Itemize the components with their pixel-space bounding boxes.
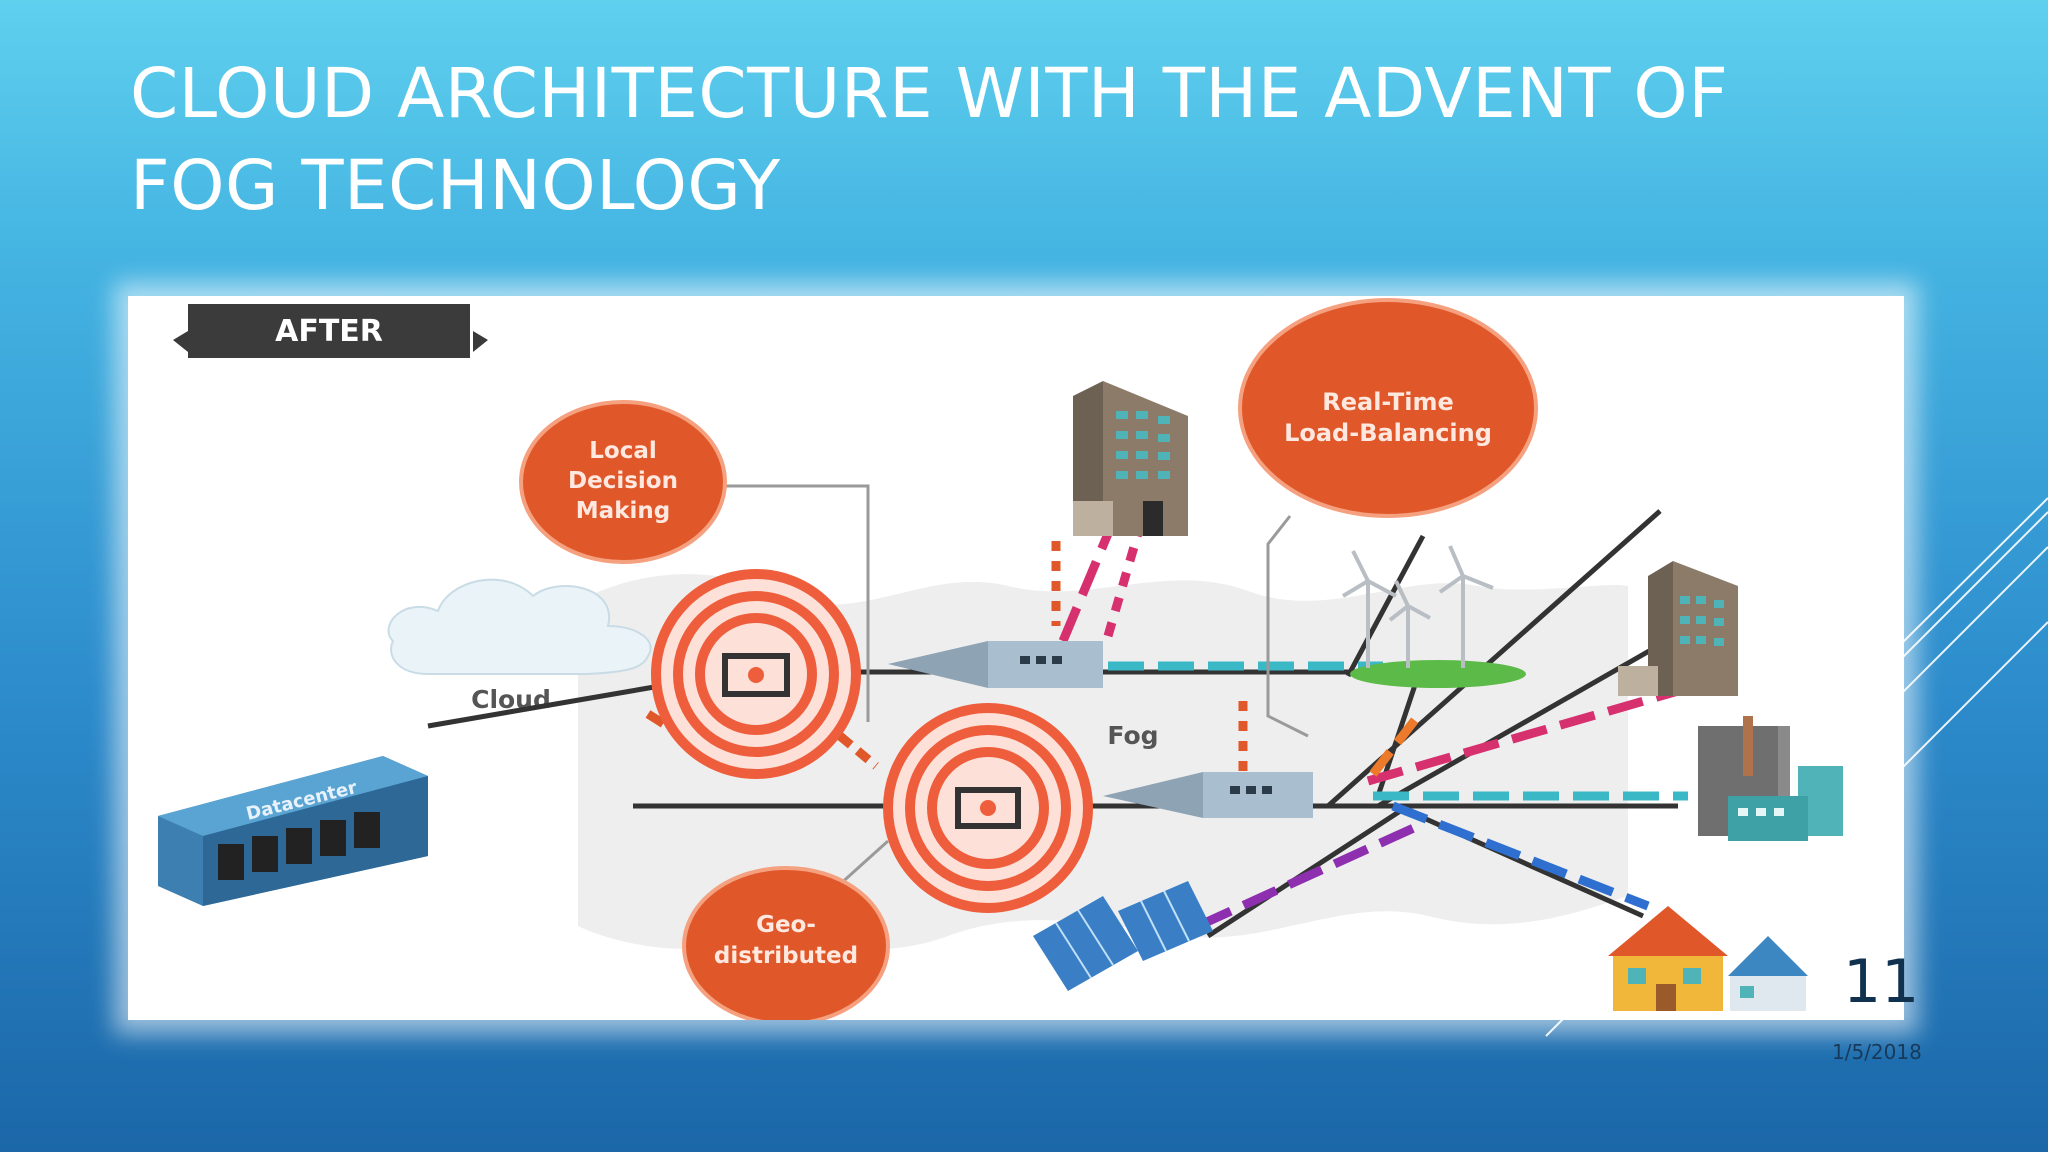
bubble-geo-distributed: Geo- distributed [682,866,890,1020]
diagram-canvas: AFTER Cloud [158,298,1843,1020]
after-badge-label: AFTER [275,314,383,349]
bubble-geo-line-1: Geo- [756,912,816,938]
apartment-building-icon [1618,561,1738,696]
title-line-2: FOG TECHNOLOGY [130,146,781,226]
solar-panels-icon [1033,881,1213,991]
fog-architecture-diagram: AFTER Cloud [128,296,1904,1020]
wind-farm-icon [1341,545,1526,688]
bubble-local-line-2: Decision [568,468,678,494]
bubble-realtime: Real-Time Load-Balancing [1238,298,1538,518]
bubble-realtime-line-2: Load-Balancing [1284,419,1492,447]
bubble-local-line-3: Making [576,498,670,524]
bubble-geo-line-2: distributed [714,943,858,969]
datacenter-icon: Datacenter [158,756,428,906]
cloud-shape: Cloud [387,578,652,714]
data-flows [645,484,1688,931]
factory-icon [1698,716,1843,841]
router-1 [888,641,1103,688]
node-link [837,732,879,770]
bubble-realtime-line-1: Real-Time [1322,388,1454,416]
slide-title: CLOUD ARCHITECTURE WITH THE ADVENT OF FO… [130,48,1810,232]
slide-date: 1/5/2018 [1832,1040,1922,1064]
office-building-icon [1073,381,1188,536]
page-number: 11 [1843,947,1920,1017]
fog-node-1 [651,569,861,779]
bubble-local-decision: Local Decision Making [519,400,727,564]
houses-icon [1608,906,1808,1011]
bubble-local-line-1: Local [589,438,657,464]
fog-node-2 [883,703,1093,913]
router-2 [1103,772,1313,818]
title-line-1: CLOUD ARCHITECTURE WITH THE ADVENT OF [130,54,1729,134]
fog-label: Fog [1107,721,1158,750]
after-badge: AFTER [173,304,488,358]
